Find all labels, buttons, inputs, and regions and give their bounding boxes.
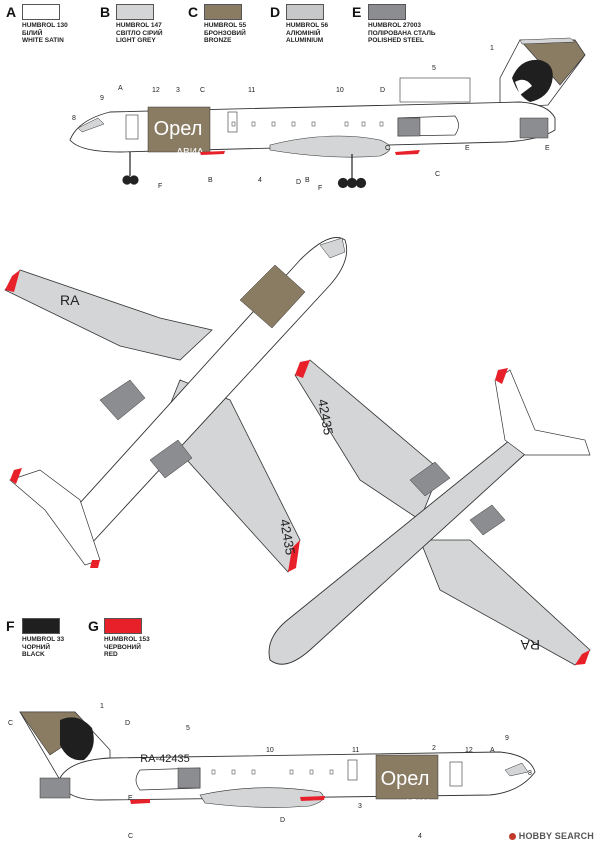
- callout-bottom: A: [490, 747, 495, 754]
- callout-top: A: [118, 85, 123, 92]
- callout-top: C: [385, 145, 390, 152]
- hobby-search-logo: HOBBY SEARCH: [508, 831, 594, 841]
- registration-bottom: RA-42435: [140, 753, 190, 765]
- legend-letter: F: [6, 618, 15, 634]
- swatch-light-grey: [116, 4, 154, 20]
- wing-reg-left-bottom: RA: [520, 637, 540, 653]
- swatch-black: [22, 618, 60, 634]
- legend-letter: A: [6, 4, 17, 20]
- legend-code: HUMBROL 130: [22, 22, 68, 29]
- callout-bottom: 8: [528, 770, 532, 777]
- legend-letter: C: [188, 4, 199, 20]
- legend-ua: ЧОРНИЙ: [22, 643, 50, 651]
- legend-en: POLISHED STEEL: [368, 37, 424, 44]
- legend-en: BLACK: [22, 651, 45, 658]
- callout-top: B: [208, 177, 213, 184]
- logo-main-bottom: Орел: [381, 768, 430, 790]
- legend-en: BRONZE: [204, 37, 232, 44]
- logo-text: HOBBY SEARCH: [518, 831, 594, 841]
- callout-top: D: [380, 87, 385, 94]
- callout-top: D: [296, 179, 301, 186]
- legend-en: RED: [104, 651, 118, 658]
- legend-ua: БІЛИЙ: [22, 29, 43, 37]
- callout-top: 10: [336, 87, 344, 94]
- callout-top: 1: [490, 45, 494, 52]
- legend-ua: АЛЮМІНІЙ: [286, 29, 321, 37]
- top-view: RA 42435: [4, 237, 348, 573]
- side-view-bottom: Орел АВИА RA-42435: [19, 711, 536, 809]
- swatch-aluminium: [286, 4, 324, 20]
- legend-code: HUMBROL 33: [22, 636, 65, 643]
- callout-bottom: C: [128, 833, 133, 840]
- swatch-polished-steel: [368, 4, 406, 20]
- legend-en: WHITE SATIN: [22, 37, 64, 44]
- swatch-red: [104, 618, 142, 634]
- callout-top: 4: [258, 177, 262, 184]
- callout-bottom: E: [128, 795, 133, 802]
- callout-top: 5: [432, 65, 436, 72]
- callout-bottom: 10: [266, 747, 274, 754]
- wing-reg-right-bottom: 42435: [315, 398, 336, 436]
- legend-letter: E: [352, 4, 362, 20]
- legend-code: HUMBROL 147: [116, 22, 162, 29]
- legend-code: HUMBROL 27003: [368, 22, 421, 29]
- legend-en: ALUMINIUM: [286, 37, 324, 44]
- callout-bottom: 12: [465, 747, 473, 754]
- callout-bottom: 4: [418, 833, 422, 840]
- logo-sub-top: АВИА: [176, 147, 204, 158]
- callout-top: E: [465, 145, 470, 152]
- callout-bottom: D: [125, 720, 130, 727]
- legend-code: HUMBROL 55: [204, 22, 247, 29]
- logo-dot-icon: [508, 832, 516, 840]
- callout-top: C: [435, 171, 440, 178]
- legend-ua: БРОНЗОВИЙ: [204, 29, 246, 37]
- callout-top: F: [318, 185, 322, 192]
- callout-bottom: 5: [186, 725, 190, 732]
- legend-ua: ПОЛІРОВАНА СТАЛЬ: [368, 29, 436, 37]
- legend-ua: ЧЕРВОНИЙ: [104, 643, 141, 651]
- wing-reg-left: RA: [60, 292, 80, 308]
- legend-letter: G: [88, 618, 99, 634]
- callout-bottom: D: [280, 817, 285, 824]
- legend-code: HUMBROL 56: [286, 22, 329, 29]
- legend-en: LIGHT GREY: [116, 37, 156, 44]
- swatch-bronze: [204, 4, 242, 20]
- swatch-white: [22, 4, 60, 20]
- bottom-view: 42435 RA: [268, 359, 591, 666]
- callout-top: F: [158, 183, 162, 190]
- callout-top: C: [200, 87, 205, 94]
- legend-code: HUMBROL 153: [104, 636, 150, 643]
- legend-letter: B: [100, 4, 111, 20]
- callout-top: 11: [248, 87, 255, 94]
- callout-bottom: C: [8, 720, 13, 727]
- callout-bottom: 11: [352, 747, 359, 754]
- wing-reg-right-top: 42435: [277, 518, 298, 556]
- legend-ua: СВІТЛО СІРИЙ: [116, 29, 163, 37]
- callout-top: 9: [100, 95, 104, 102]
- callout-top: 8: [72, 115, 76, 122]
- callout-top: 3: [176, 87, 180, 94]
- callout-bottom: 3: [358, 803, 362, 810]
- side-view-top: Орел АВИА RA-42435: [69, 37, 586, 189]
- logo-sub-bottom: АВИА: [404, 798, 432, 809]
- legend-letter: D: [270, 4, 281, 20]
- callout-bottom: 2: [432, 745, 436, 752]
- callout-top: B: [305, 177, 310, 184]
- callout-top: E: [545, 145, 550, 152]
- logo-main-top: Орел: [154, 118, 203, 140]
- callout-top: 12: [152, 87, 160, 94]
- callout-bottom: 1: [100, 703, 104, 710]
- callout-bottom: 9: [505, 735, 509, 742]
